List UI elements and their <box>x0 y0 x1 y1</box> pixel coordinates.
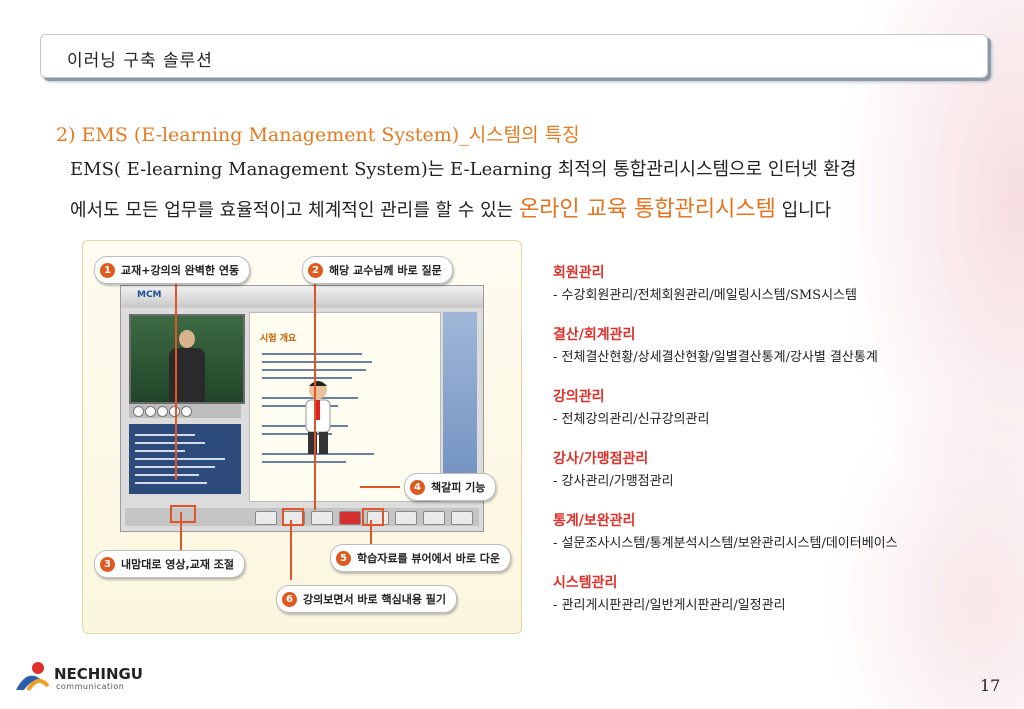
text-line <box>262 397 358 399</box>
callout-number: 6 <box>282 591 297 607</box>
lesson-panel-title: 시험 개요 <box>260 334 297 344</box>
chapter-row <box>135 442 205 444</box>
toolbar-button <box>451 511 473 525</box>
intro-line-2-start: 에서도 모든 업무를 효율적이고 체계적인 관리를 할 수 있는 <box>70 200 514 221</box>
callout-number: 3 <box>100 556 115 572</box>
chapter-row <box>135 458 225 460</box>
chapter-row <box>135 434 195 436</box>
callout-4: 4 책갈피 기능 <box>404 473 497 501</box>
company-name: NECHINGU <box>54 665 143 683</box>
teacher-head <box>179 330 195 348</box>
feature-desc: - 전체강의관리/신규강의관리 <box>553 412 710 427</box>
side-banner <box>443 312 477 500</box>
control-button <box>133 406 144 417</box>
company-tagline: communication <box>56 682 125 691</box>
chapter-list <box>129 424 241 494</box>
intro-highlight: 온라인 교육 통합관리시스템 <box>518 197 776 222</box>
callout-number: 1 <box>100 262 115 278</box>
callout-5: 5 학습자료를 뷰어에서 바로 다운 <box>330 544 512 572</box>
control-button <box>169 406 180 417</box>
player-controls <box>129 404 241 418</box>
highlight-box <box>170 505 196 523</box>
feature-title: 강의관리 <box>553 389 605 405</box>
toolbar-button <box>395 511 417 525</box>
feature-title: 회원관리 <box>553 265 605 281</box>
control-button <box>181 406 192 417</box>
control-button <box>157 406 168 417</box>
text-line <box>262 453 374 455</box>
intro-line-2-end: 입니다 <box>781 200 832 221</box>
chapter-row <box>135 474 199 476</box>
app-header: MCM <box>121 286 483 308</box>
callout-leader <box>290 520 292 580</box>
intro-line-2: 에서도 모든 업무를 효율적이고 체계적인 관리를 할 수 있는 온라인 교육 … <box>70 191 831 223</box>
presenter-figure-icon <box>305 381 331 454</box>
chapter-row <box>135 482 207 484</box>
feature-list: 회원관리 - 수강회원관리/전체회원관리/메일링시스템/SMS시스템 결산/회계… <box>553 263 898 635</box>
text-line <box>262 461 346 463</box>
callout-leader <box>180 512 182 552</box>
callout-number: 4 <box>410 479 425 495</box>
feature-desc: - 강사관리/가맹점관리 <box>553 474 674 489</box>
intro-line-1: EMS( E-learning Management System)는 E-Le… <box>70 159 857 180</box>
toolbar-button <box>423 511 445 525</box>
lesson-panel: 시험 개요 <box>249 312 441 502</box>
callout-label: 해당 교수님께 바로 질문 <box>329 264 442 277</box>
feature-desc: - 수강회원관리/전체회원관리/메일링시스템/SMS시스템 <box>553 288 857 303</box>
toolbar-button <box>339 511 361 525</box>
callout-label: 책갈피 기능 <box>431 481 486 494</box>
callout-label: 내맘대로 영상,교재 조절 <box>121 558 235 571</box>
company-logo: NECHINGU communication <box>14 660 143 698</box>
toolbar-button <box>311 511 333 525</box>
page-title: 이러닝 구축 솔루션 <box>67 51 213 71</box>
callout-leader <box>314 280 316 510</box>
text-line <box>262 361 372 363</box>
callout-1: 1 교재+강의의 완벽한 연동 <box>94 256 251 284</box>
chapter-row <box>135 450 185 452</box>
callout-label: 학습자료를 뷰어에서 바로 다운 <box>357 552 501 565</box>
text-line <box>262 377 352 379</box>
control-button <box>145 406 156 417</box>
highlight-box <box>282 508 304 526</box>
text-line <box>262 405 338 407</box>
feature-title: 결산/회계관리 <box>553 327 636 343</box>
title-bar: 이러닝 구축 솔루션 <box>40 34 988 78</box>
callout-leader <box>370 520 372 548</box>
video-player <box>129 314 245 404</box>
section-heading: 2) EMS (E-learning Management System)_시스… <box>56 124 580 146</box>
callout-label: 교재+강의의 완벽한 연동 <box>121 264 240 277</box>
text-line <box>262 353 362 355</box>
app-logo: MCM <box>137 290 162 300</box>
callout-number: 5 <box>336 550 351 566</box>
text-line <box>262 433 332 435</box>
feature-title: 통계/보완관리 <box>553 513 636 529</box>
callout-6: 6 강의보면서 바로 핵심내용 필기 <box>276 585 458 613</box>
callout-number: 2 <box>308 262 323 278</box>
callout-3: 3 내맘대로 영상,교재 조절 <box>94 550 246 578</box>
callout-label: 강의보면서 바로 핵심내용 필기 <box>303 593 447 606</box>
feature-desc: - 관리게시판관리/일반게시판관리/일정관리 <box>553 598 786 613</box>
feature-title: 시스템관리 <box>553 575 618 591</box>
callout-leader <box>175 280 177 480</box>
toolbar-button <box>255 511 277 525</box>
feature-desc: - 설문조사시스템/통계분석시스템/보완관리시스템/데이터베이스 <box>553 536 898 551</box>
feature-desc: - 전체결산현황/상세결산현황/일별결산통계/강사별 결산통계 <box>553 350 878 365</box>
callout-2: 2 해당 교수님께 바로 질문 <box>302 256 453 284</box>
highlight-box <box>362 508 384 526</box>
text-line <box>262 425 348 427</box>
feature-title: 강사/가맹점관리 <box>553 451 649 467</box>
page-number: 17 <box>980 676 1001 695</box>
callout-leader <box>360 486 400 488</box>
nechingu-logo-icon <box>16 662 50 692</box>
